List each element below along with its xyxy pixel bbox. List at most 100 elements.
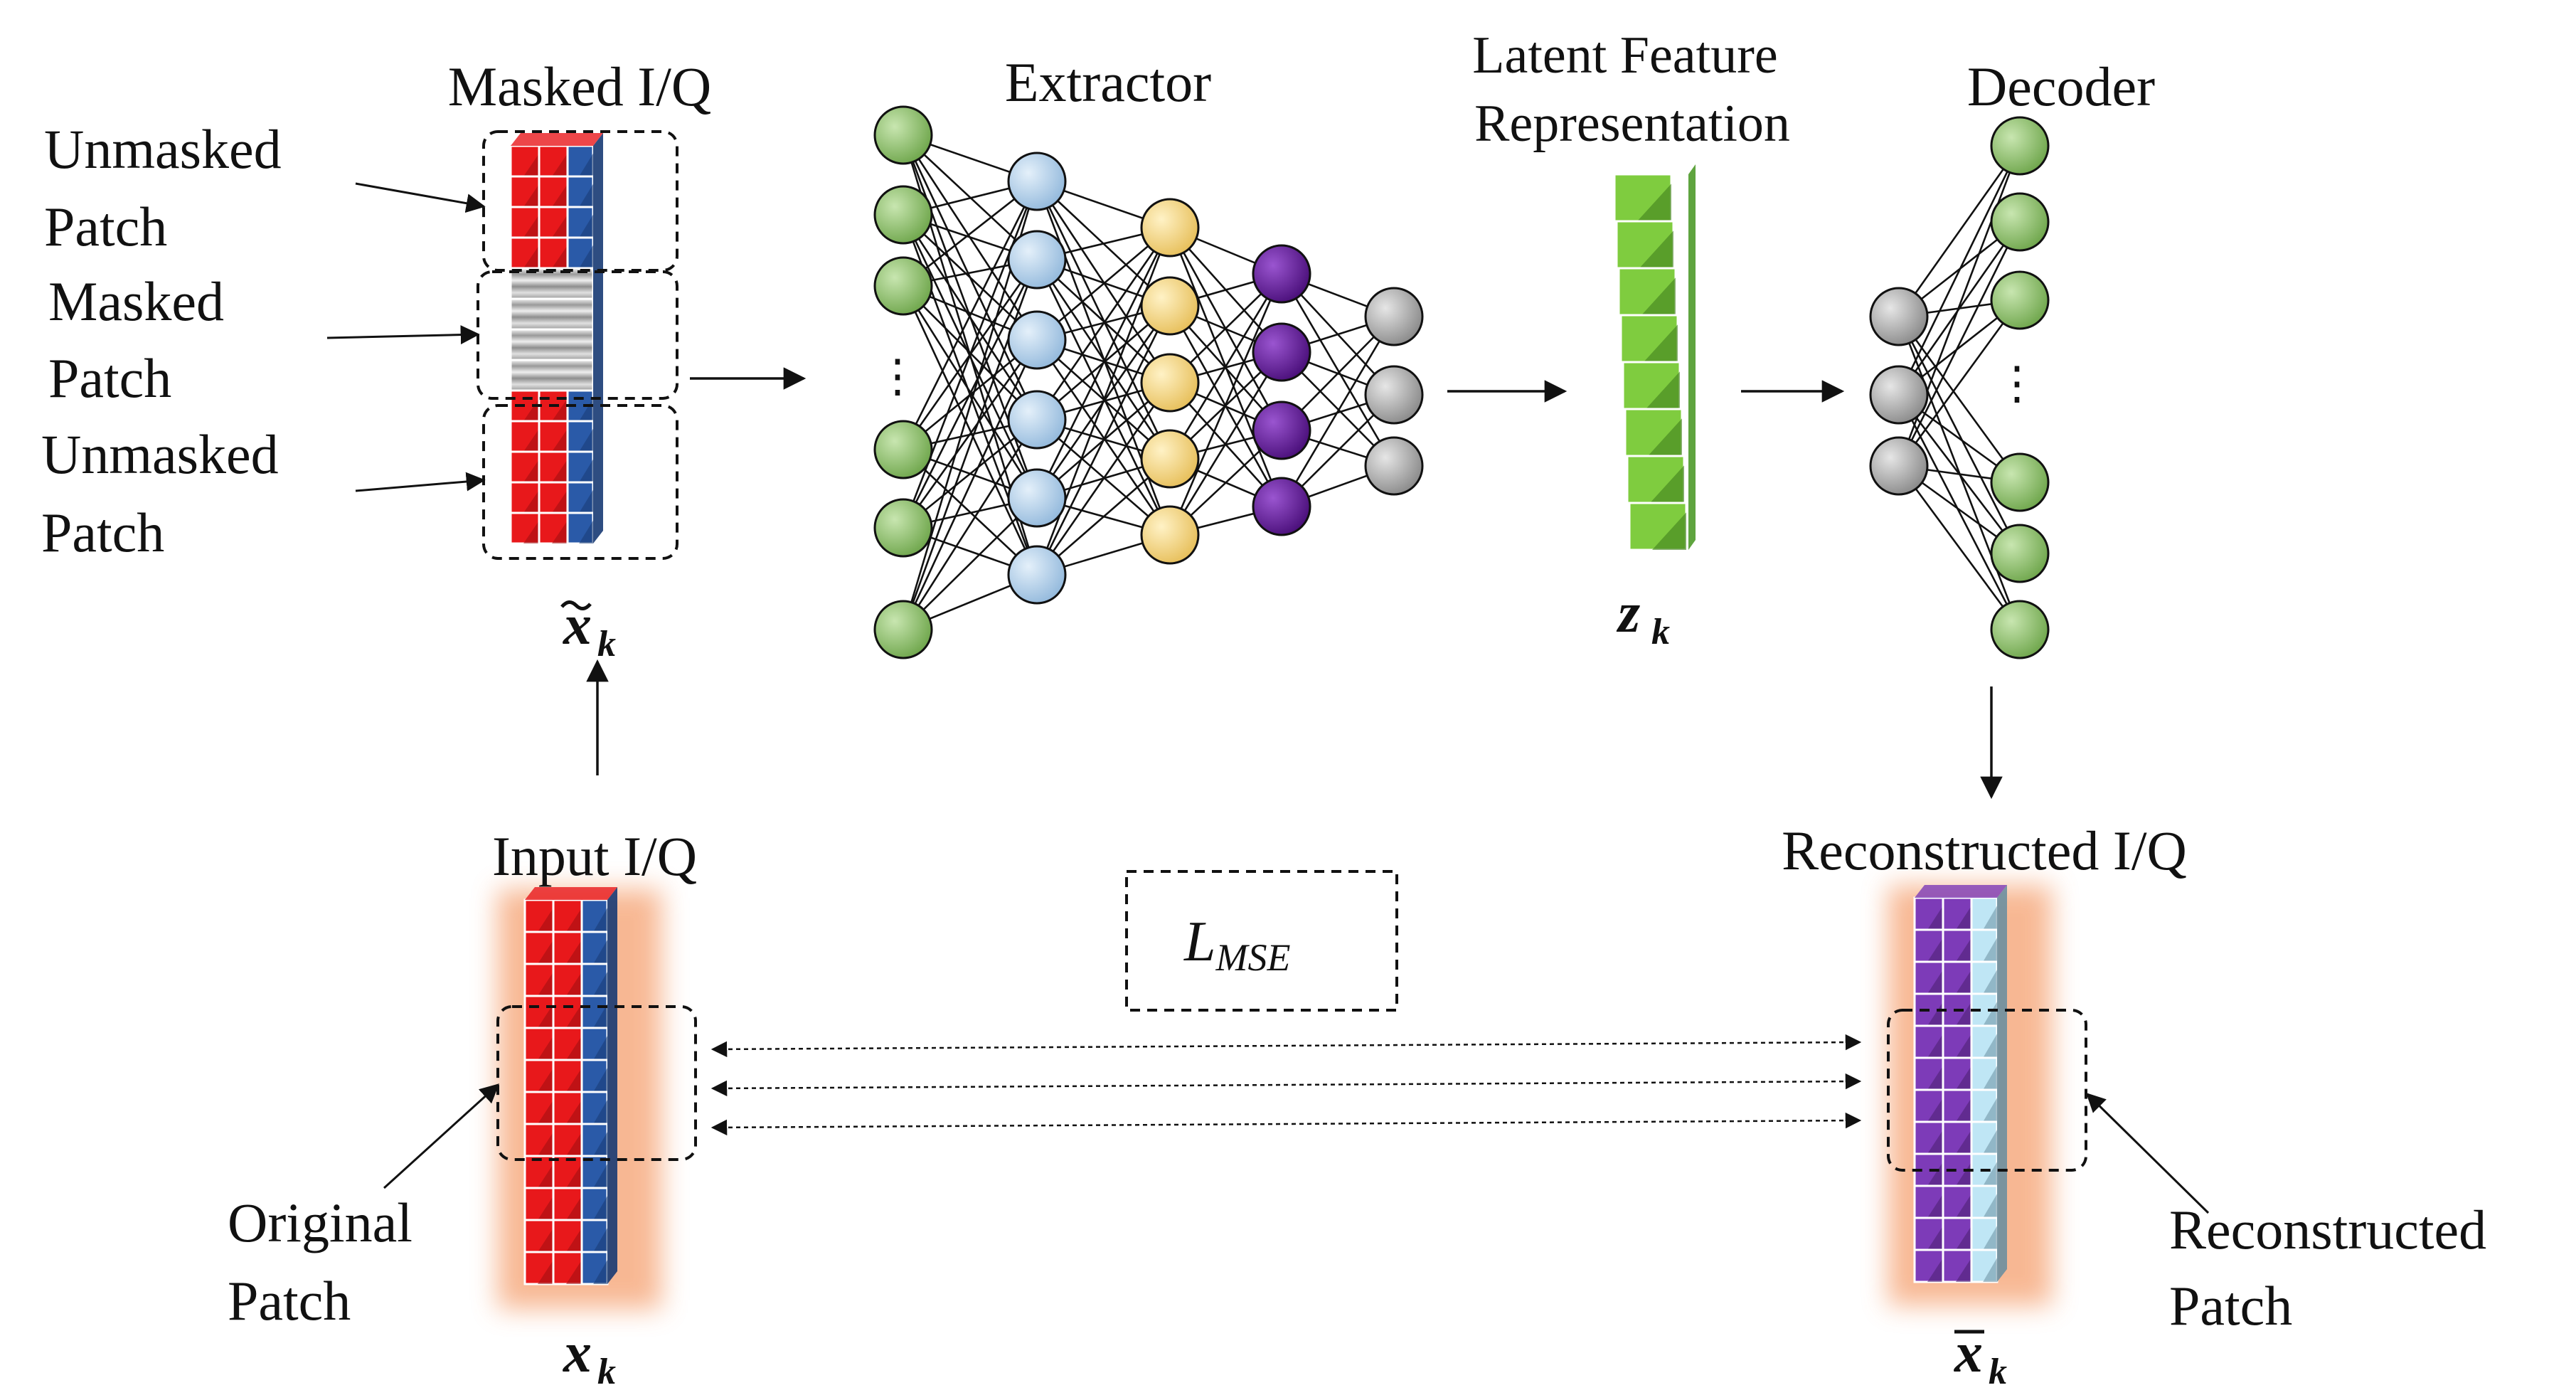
- input-i-cell-shade: [566, 972, 582, 996]
- extractor-label: Extractor: [1005, 51, 1211, 113]
- masked-i-cell-shade: [552, 245, 568, 268]
- recon-i-cell-shade: [1927, 938, 1943, 962]
- masked-i-cell-shade: [523, 245, 539, 268]
- loss-link-1: [710, 1034, 1862, 1058]
- decoder-connections: [1898, 145, 2021, 630]
- input-iq-column: [523, 887, 617, 1285]
- input-q-cell-shade: [593, 1228, 607, 1252]
- svg-text:x: x: [563, 1322, 592, 1384]
- hidden-layer-2-node: [1140, 198, 1200, 258]
- input-q-cell-shade: [593, 972, 607, 996]
- recon-i-cell-shade: [1956, 1130, 1971, 1154]
- masked-i-cell-shade: [523, 398, 539, 421]
- recon-i-cell-shade: [1927, 970, 1943, 994]
- hidden-layer-2-node: [1140, 276, 1200, 336]
- recon-i-cell-shade: [1956, 906, 1971, 930]
- extractor-network: [873, 105, 1424, 659]
- recon-q-cell-shade: [1983, 1258, 1997, 1282]
- connection: [902, 181, 1038, 450]
- masked-i-cell-shade: [523, 520, 539, 543]
- reconstructed-iq-column: [1913, 885, 2007, 1283]
- recon-i-cell-shade: [1927, 1130, 1943, 1154]
- connection: [1280, 273, 1395, 467]
- svg-text:k: k: [597, 624, 616, 664]
- connection: [1036, 339, 1171, 536]
- recon-i-cell-shade: [1927, 906, 1943, 930]
- var-input: x k: [563, 1322, 616, 1392]
- input-i-cell-shade: [538, 1036, 553, 1060]
- input-i-cell-shade: [538, 1100, 553, 1124]
- input-i-cell-shade: [538, 1196, 553, 1220]
- input-i-cell-shade: [538, 908, 553, 932]
- input-i-cell-shade: [566, 940, 582, 964]
- latent-label-line2: Representation: [1474, 95, 1790, 153]
- input-i-cell-shade: [566, 1036, 582, 1060]
- recon-q-cell-shade: [1983, 1130, 1997, 1154]
- connection: [1036, 259, 1171, 536]
- decoder-output-node: [1990, 452, 2050, 512]
- latent-cell-shade: [1646, 371, 1680, 409]
- input-q-cell-shade: [593, 1036, 607, 1060]
- input-i-cell-shade: [566, 1260, 582, 1284]
- connection: [902, 419, 1038, 630]
- masked-i-cell-shade: [523, 153, 539, 176]
- input-layer-node: [873, 105, 933, 165]
- connection: [1280, 316, 1395, 507]
- masked-i-cell-shade: [523, 459, 539, 482]
- recon-i-cell-shade: [1927, 1098, 1943, 1122]
- latent-cell-shade: [1644, 324, 1678, 362]
- masked-i-cell-shade: [552, 398, 568, 421]
- recon-q-cell-shade: [1983, 938, 1997, 962]
- hidden-layer-1-node: [1007, 230, 1067, 290]
- svg-text:k: k: [1651, 612, 1670, 652]
- masked-patch-label-a: Masked: [48, 270, 224, 332]
- decoder-output-node: [1990, 524, 2050, 583]
- latent-label-line1: Latent Feature: [1472, 26, 1777, 85]
- hidden-layer-2-node: [1140, 505, 1200, 565]
- masked-side-face: [593, 133, 603, 543]
- input-q-cell-shade: [593, 1132, 607, 1156]
- masked-iq-label: Masked I/Q: [448, 55, 711, 117]
- latent-cell-shade: [1650, 465, 1684, 503]
- input-q-cell-shade: [593, 940, 607, 964]
- input-i-cell-shade: [538, 972, 553, 996]
- connection: [902, 339, 1038, 529]
- input-q-cell-shade: [593, 1164, 607, 1188]
- decoder-input-node: [1869, 436, 1929, 496]
- recon-i-cell-shade: [1927, 1066, 1943, 1090]
- hidden-layer-3-node: [1252, 244, 1311, 304]
- reconstructed-patch-label-a: Reconstructed: [2169, 1199, 2486, 1261]
- connection: [1898, 145, 2021, 317]
- hidden-layer-1-node: [1007, 310, 1067, 370]
- input-i-cell-shade: [566, 1164, 582, 1188]
- latent-cell-shade: [1639, 230, 1673, 268]
- recon-q-cell-shade: [1983, 1066, 1997, 1090]
- masked-q-cell-shade: [579, 214, 593, 238]
- input-q-cell-shade: [593, 1196, 607, 1220]
- masked-q-cell-shade: [579, 184, 593, 207]
- latent-cell-shade: [1652, 512, 1686, 550]
- masked-masked-cell: [509, 297, 595, 331]
- input-layer-node: [873, 420, 933, 479]
- unmasked-patch-label-2a: Unmasked: [41, 423, 279, 485]
- recon-q-cell-shade: [1983, 906, 1997, 930]
- extractor-output-node: [1364, 287, 1424, 346]
- recon-i-cell-shade: [1956, 938, 1971, 962]
- masked-q-cell-shade: [579, 459, 593, 482]
- masked-iq-column: [509, 133, 603, 545]
- var-latent: z k: [1616, 582, 1670, 652]
- masked-i-cell-shade: [523, 489, 539, 513]
- unmasked-patch-label-1a: Unmasked: [44, 118, 282, 180]
- recon-q-cell-shade: [1983, 1162, 1997, 1186]
- connection: [1169, 273, 1283, 536]
- input-side-face: [607, 887, 617, 1284]
- connection: [902, 181, 1038, 529]
- hidden-layer-3-node: [1252, 322, 1311, 382]
- input-i-cell-shade: [538, 1228, 553, 1252]
- masked-masked-cell: [509, 328, 595, 361]
- recon-i-cell-shade: [1956, 1034, 1971, 1058]
- input-layer-node: [873, 256, 933, 316]
- recon-i-cell-shade: [1956, 1258, 1971, 1282]
- recon-i-cell-shade: [1956, 970, 1971, 994]
